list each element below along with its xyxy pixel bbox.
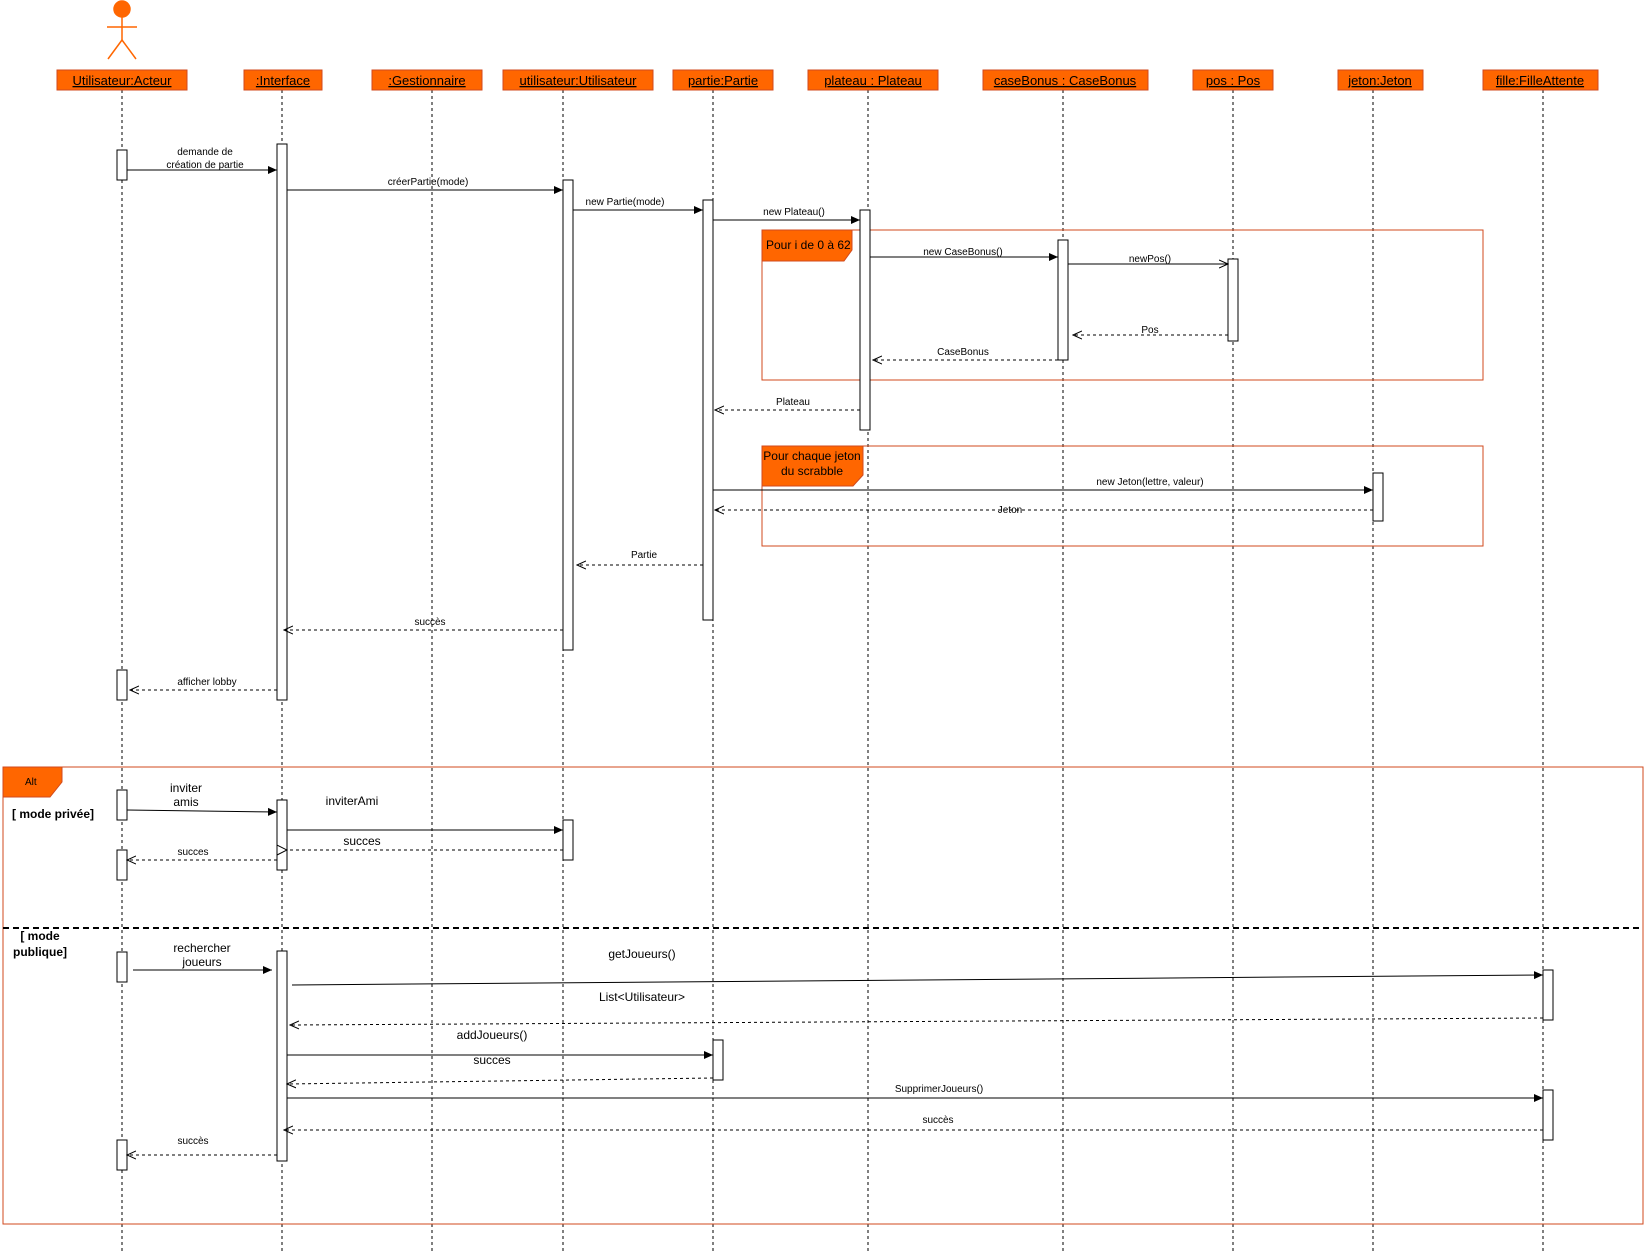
msg-m4-label: new Plateau()	[763, 207, 825, 218]
lifeline-lines	[121, 90, 1544, 1252]
activation-casebonus-1	[1057, 239, 1069, 361]
lifeline-head-jeton[interactable]: jeton:Jeton	[1337, 69, 1424, 91]
svg-text:partie:Partie: partie:Partie	[688, 73, 758, 88]
activation-bars	[116, 143, 1554, 1171]
svg-text:plateau : Plateau: plateau : Plateau	[824, 73, 922, 88]
svg-text:utilisateur:Utilisateur: utilisateur:Utilisateur	[519, 73, 637, 88]
activation-interface-2	[276, 799, 288, 871]
svg-text:pos : Pos: pos : Pos	[1206, 73, 1261, 88]
lifeline-head-gestionnaire[interactable]: :Gestionnaire	[371, 69, 483, 91]
msg-m7-label: Pos	[1141, 325, 1158, 336]
lifeline-heads: Utilisateur:Acteur :Interface :Gestionna…	[56, 69, 1599, 91]
msg-m26-label: succès	[177, 1136, 208, 1147]
fragment-alt-tag: Alt	[25, 777, 37, 788]
msg-m21-line	[290, 1017, 1544, 1025]
lifeline-head-casebonus[interactable]: caseBonus : CaseBonus	[982, 69, 1149, 91]
msg-m15-label: inviter amis	[169, 781, 202, 809]
msg-m10-label: new Jeton(lettre, valeur)	[1096, 477, 1203, 488]
activation-acteur-6	[116, 1139, 128, 1171]
msg-m6-label: newPos()	[1129, 254, 1171, 265]
msg-m21-label: List<Utilisateur>	[599, 990, 685, 1004]
activation-partie-2	[712, 1039, 724, 1081]
svg-text:fille:FilleAttente: fille:FilleAttente	[1496, 73, 1584, 88]
fragment-loop-cases: Pour i de 0 à 62	[761, 229, 1484, 381]
msg-m24-label: SupprimerJoueurs()	[895, 1084, 983, 1095]
activation-plateau-1	[859, 209, 871, 431]
message-labels: demande de création de partie créerParti…	[166, 147, 1203, 1147]
activation-interface-3	[276, 950, 288, 1162]
lifeline-head-utilisateur[interactable]: utilisateur:Utilisateur	[502, 69, 654, 91]
svg-text:caseBonus : CaseBonus: caseBonus : CaseBonus	[994, 73, 1137, 88]
fragment-loop-jetons-tag: Pour chaque jeton du scrabble	[763, 449, 861, 478]
lifeline-head-fille[interactable]: fille:FilleAttente	[1482, 69, 1599, 91]
msg-m11-label: Jeton	[998, 505, 1022, 516]
fragment-loop-cases-tag: Pour i de 0 à 62	[766, 238, 851, 252]
msg-m8-label: CaseBonus	[937, 347, 989, 358]
activation-acteur-5	[116, 951, 128, 983]
msg-m13-label: succès	[414, 617, 445, 628]
activation-pos-1	[1227, 258, 1239, 342]
lifeline-head-interface[interactable]: :Interface	[243, 69, 323, 91]
msg-m25-label: succès	[922, 1115, 953, 1126]
activation-fille-1	[1542, 969, 1554, 1021]
msg-m12-label: Partie	[631, 550, 658, 561]
activation-acteur-2	[116, 669, 128, 701]
lifeline-head-partie[interactable]: partie:Partie	[672, 69, 774, 91]
guard-mode-privee: [ mode privée]	[12, 807, 94, 821]
fragment-loop-jetons: Pour chaque jeton du scrabble	[761, 445, 1484, 547]
svg-text:Utilisateur:Acteur: Utilisateur:Acteur	[73, 73, 173, 88]
msg-m9-label: Plateau	[776, 397, 810, 408]
guard-mode-publique: [ mode publique]	[13, 929, 67, 959]
msg-m15-line	[126, 807, 278, 816]
stick-figure-icon	[107, 0, 137, 60]
activation-interface-1	[276, 143, 288, 701]
svg-text::Gestionnaire: :Gestionnaire	[388, 73, 465, 88]
msg-m3-label: new Partie(mode)	[586, 197, 665, 208]
lifeline-head-plateau[interactable]: plateau : Plateau	[807, 69, 939, 91]
msg-m20-line	[291, 971, 1544, 986]
msg-m14-label: afficher lobby	[177, 677, 236, 688]
activation-partie-1	[702, 199, 714, 621]
activation-fille-2	[1542, 1089, 1554, 1141]
msg-m23-line	[287, 1077, 714, 1084]
activation-utilisateur-1	[562, 179, 574, 651]
activation-acteur-4	[116, 849, 128, 881]
msg-m2-label: créerPartie(mode)	[388, 177, 469, 188]
lifeline-head-acteur[interactable]: Utilisateur:Acteur	[56, 69, 188, 91]
activation-acteur-3	[116, 789, 128, 821]
msg-m23-label: succes	[473, 1053, 510, 1067]
message-lines	[126, 166, 1544, 1155]
msg-m16-label: inviterAmi	[326, 794, 379, 808]
activation-utilisateur-2	[562, 819, 574, 861]
msg-m20-label: getJoueurs()	[608, 947, 675, 961]
msg-m19-label: rechercher joueurs	[173, 941, 231, 969]
svg-text::Interface: :Interface	[256, 73, 310, 88]
msg-m17-label: succes	[343, 834, 380, 848]
msg-m22-label: addJoueurs()	[457, 1028, 528, 1042]
activation-jeton-1	[1372, 472, 1384, 522]
msg-m5-label: new CaseBonus()	[923, 247, 1002, 258]
svg-text:jeton:Jeton: jeton:Jeton	[1347, 73, 1412, 88]
activation-acteur-1	[116, 149, 128, 181]
lifeline-head-pos[interactable]: pos : Pos	[1192, 69, 1274, 91]
msg-m1-label: demande de création de partie	[166, 147, 244, 171]
msg-m18-label: succes	[177, 847, 208, 858]
fragment-alt: Alt [ mode privée] [ mode publique]	[2, 766, 1644, 1225]
